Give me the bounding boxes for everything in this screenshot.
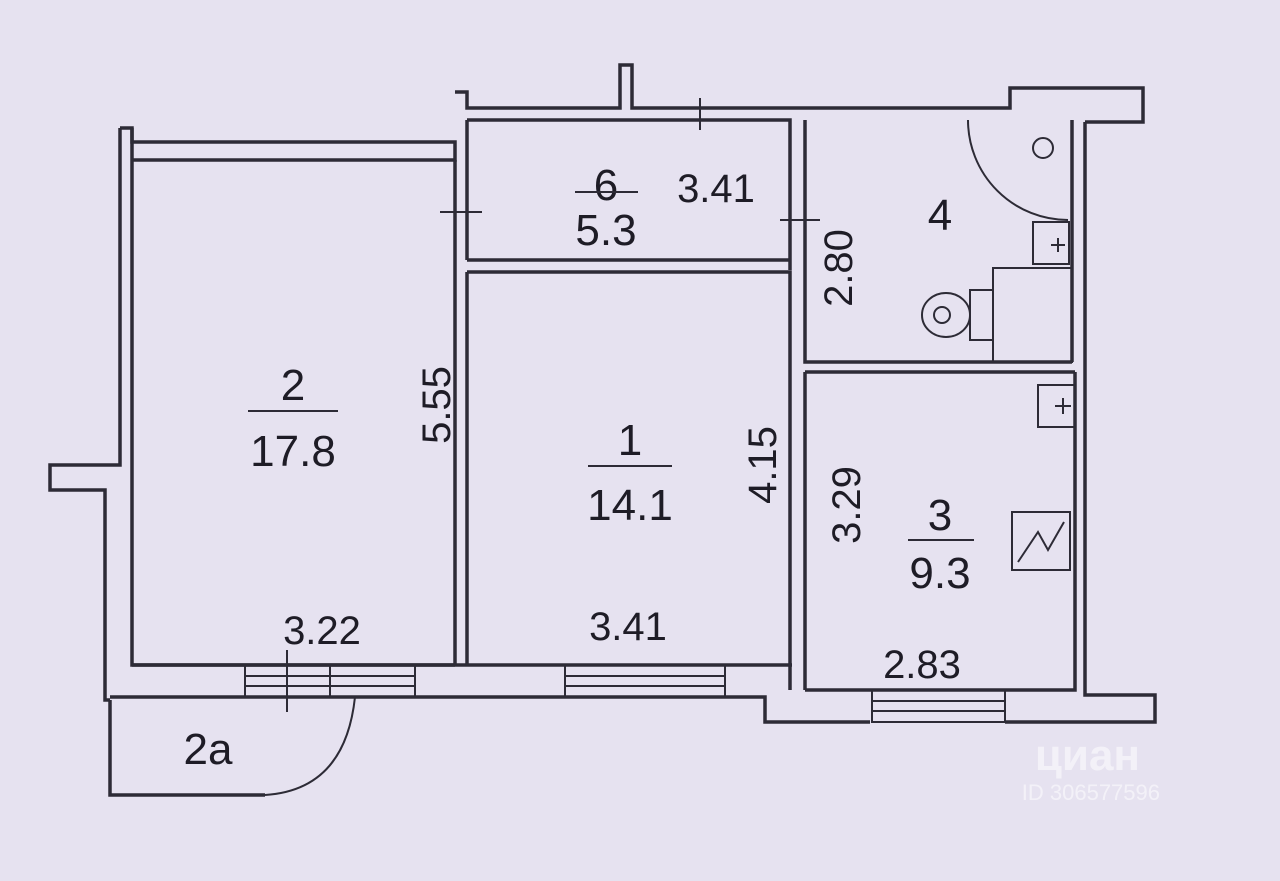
dim-room1-width: 3.41 <box>589 605 667 649</box>
room-3-area: 9.3 <box>909 549 970 598</box>
room-1-number: 1 <box>618 416 642 465</box>
room-6-number: 6 <box>594 161 618 210</box>
bathroom-fixtures <box>921 119 1073 363</box>
room-4-number: 4 <box>928 191 952 240</box>
door-marks <box>286 98 820 712</box>
shower-arc <box>967 119 1069 221</box>
toilet-bowl-icon <box>921 292 971 338</box>
wall-left-outer <box>48 128 122 702</box>
dim-room3-height: 3.29 <box>825 466 869 544</box>
kitchen-fixtures <box>1011 384 1076 571</box>
room-1-area: 14.1 <box>587 481 673 530</box>
wall-bath-left <box>803 120 1072 364</box>
wall-top-center <box>455 63 1145 124</box>
wall-right-outer <box>1005 122 1157 724</box>
dim-room4-height: 2.80 <box>817 229 861 307</box>
balcony-outline <box>108 700 265 797</box>
kitchen-sink-icon <box>1037 384 1076 428</box>
window-room2 <box>244 664 416 698</box>
balcony-door-swing <box>264 696 356 796</box>
balcony-label: 2a <box>184 725 233 774</box>
room-6-area: 5.3 <box>575 206 636 255</box>
dim-room1-height: 4.15 <box>741 426 785 504</box>
partitions <box>453 120 1075 690</box>
dim-room2-height: 5.55 <box>415 366 459 444</box>
dim-room6-width: 3.41 <box>677 167 755 211</box>
stove-icon <box>1011 511 1071 571</box>
watermark: циан ID 306577596 <box>1022 731 1160 805</box>
watermark-brand: циан <box>1035 731 1140 780</box>
watermark-id: ID 306577596 <box>1022 780 1160 805</box>
cabinet-icon <box>992 267 1073 363</box>
dim-room3-width: 2.83 <box>883 643 961 687</box>
balcony <box>108 696 356 797</box>
room-2-area: 17.8 <box>250 427 336 476</box>
window-room3 <box>871 689 1006 723</box>
dim-room2-width: 3.22 <box>283 609 361 653</box>
wall-room1-top <box>467 270 792 690</box>
window-room1 <box>564 664 726 698</box>
wall-top-room2 <box>120 126 457 162</box>
room-3-number: 3 <box>928 491 952 540</box>
room-2-number: 2 <box>281 361 305 410</box>
toilet-tank-icon <box>969 289 994 341</box>
room-labels: 2 17.8 1 14.1 6 5.3 4 3 9.3 2a <box>184 161 974 774</box>
shower-drain-icon <box>1032 137 1054 159</box>
sink-icon <box>1032 221 1070 265</box>
dimension-labels: 3.41 3.22 3.41 2.83 5.55 4.15 2.80 3.29 <box>283 167 961 687</box>
wall-bottom-outer <box>110 695 870 724</box>
